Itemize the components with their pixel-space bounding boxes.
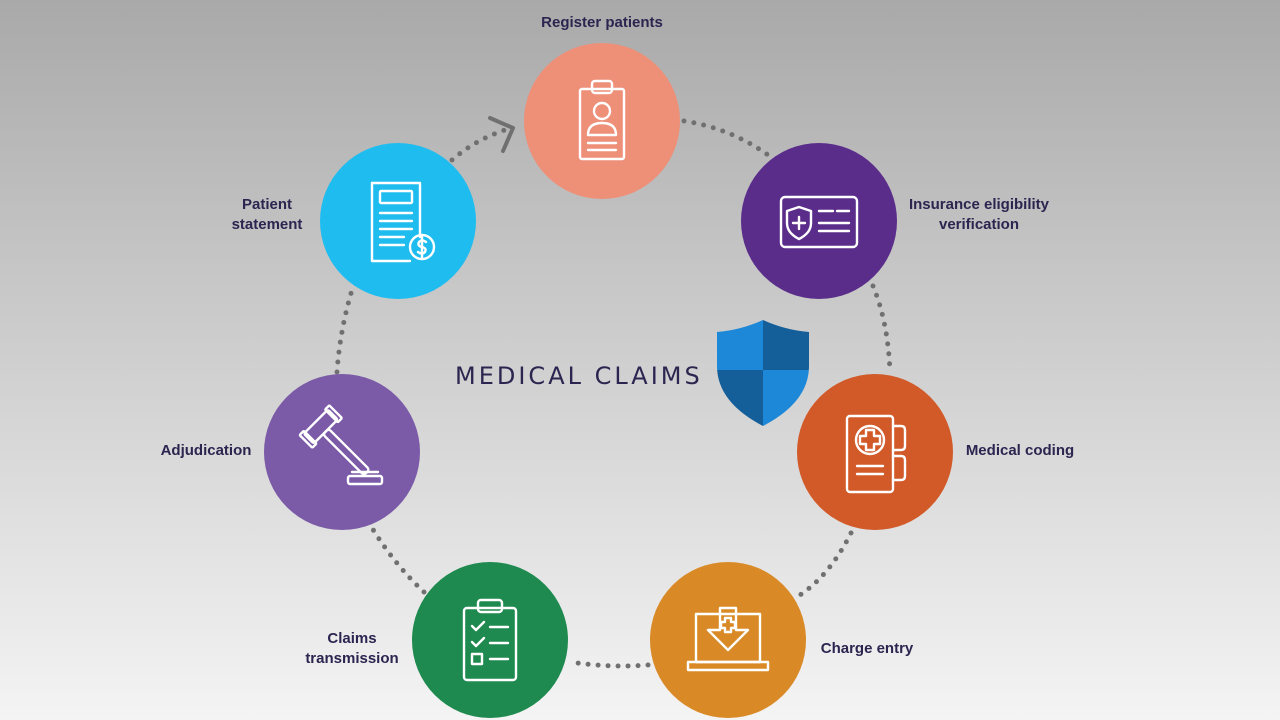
step-charge-entry [650, 562, 806, 718]
medical-record-icon [845, 414, 907, 494]
bill-icon [370, 181, 436, 263]
connector-charge-to-transmission [567, 659, 651, 669]
connector-coding-to-charge [797, 530, 854, 598]
label-insurance-eligibility: Insurance eligibility verification [908, 196, 1050, 233]
step-medical-coding [797, 374, 953, 530]
shield-icon [717, 320, 809, 426]
checklist-icon [462, 598, 518, 682]
step-adjudication [264, 374, 420, 530]
connector-statement-to-register [449, 127, 508, 163]
center-title: MEDICAL CLAIMS [455, 362, 703, 390]
clipboard-patient-icon [578, 79, 626, 161]
label-adjudication: Adjudication [160, 442, 252, 459]
step-patient-statement [320, 143, 476, 299]
connector-transmission-to-adjudication [369, 525, 427, 595]
connector-register-to-insurance [681, 118, 771, 158]
step-register-patients [524, 43, 680, 199]
label-claims-transmission: Claims transmission [305, 630, 399, 667]
gavel-icon [298, 404, 384, 486]
step-claims-transmission [412, 562, 568, 718]
label-patient-statement: Patient statement [231, 196, 303, 233]
label-register-patients: Register patients [541, 14, 663, 31]
label-charge-entry: Charge entry [820, 640, 914, 657]
laptop-download-icon [686, 606, 770, 672]
label-medical-coding: Medical coding [965, 442, 1075, 459]
connector-insurance-to-coding [870, 283, 893, 375]
arrow-head-icon [488, 116, 515, 153]
insurance-card-icon [779, 195, 859, 249]
step-insurance-eligibility [741, 143, 897, 299]
connector-adjudication-to-statement [334, 287, 355, 375]
